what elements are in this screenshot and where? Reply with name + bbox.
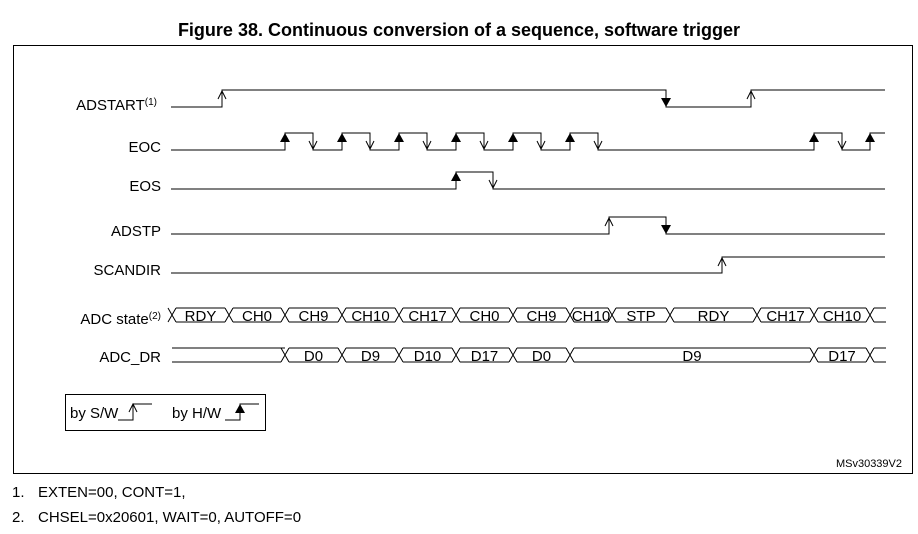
- adc-dr-value: D17: [471, 348, 499, 365]
- waveform-eoc: [171, 132, 885, 151]
- adc-dr-bus: D0 D9 D10 D17 D0 D9 D17: [172, 347, 886, 365]
- sw-fall-arrow: [488, 179, 498, 190]
- sw-fall-arrow: [593, 140, 603, 151]
- signal-label-adstart: ADSTART(1): [76, 97, 157, 114]
- adc-dr-bus-transition: [280, 347, 290, 363]
- waveform-adstart: [171, 89, 885, 108]
- adc-dr-bus-transition: [565, 347, 575, 363]
- adc-dr-bus-transition: [809, 347, 819, 363]
- signal-label-scandir: SCANDIR: [93, 262, 161, 279]
- adc-dr-bus-transition: [337, 347, 347, 363]
- sw-rise-arrow: [717, 256, 727, 267]
- sw-fall-arrow: [365, 140, 375, 151]
- adc-dr-bus-transition: [451, 347, 461, 363]
- adc-state-value: CH10: [351, 308, 389, 325]
- footnote-1: 1.EXTEN=00, CONT=1,: [12, 484, 186, 501]
- hw-rise-arrow: [508, 133, 518, 142]
- signal-label-eos: EOS: [129, 178, 161, 195]
- hw-fall-arrow: [661, 225, 671, 234]
- adc-dr-idle-line: [172, 347, 285, 363]
- adc-state-value: CH0: [242, 308, 272, 325]
- footnote-2: 2.CHSEL=0x20601, WAIT=0, AUTOFF=0: [12, 509, 302, 526]
- hw-fall-arrow: [661, 98, 671, 107]
- adc-state-value: RDY: [698, 308, 730, 325]
- signal-label-adstp: ADSTP: [111, 223, 161, 240]
- legend-sw-label: by S/W: [70, 405, 119, 422]
- hw-rise-arrow: [565, 133, 575, 142]
- adc-dr-bus-transition: [394, 347, 404, 363]
- adc-state-value: CH9: [298, 308, 328, 325]
- adc-state-bus-transition: [665, 307, 675, 323]
- waveform-adstp: [171, 216, 885, 235]
- sw-fall-arrow: [837, 140, 847, 151]
- legend-sw-icon: [118, 402, 152, 421]
- legend-hw-label: by H/W: [172, 405, 222, 422]
- sw-fall-arrow: [308, 140, 318, 151]
- hw-rise-arrow: [337, 133, 347, 142]
- adc-state-bus-transition: [224, 307, 234, 323]
- signal-label-adc-dr: ADC_DR: [99, 349, 161, 366]
- hw-rise-arrow: [809, 133, 819, 142]
- adc-dr-value: D17: [828, 348, 856, 365]
- diagram-frame: [13, 45, 913, 474]
- adc-state-bus-transition: [809, 307, 819, 323]
- hw-rise-arrow: [394, 133, 404, 142]
- waveform-eos: [171, 171, 885, 190]
- adc-state-value: CH9: [526, 308, 556, 325]
- adc-state-bus-transition: [752, 307, 762, 323]
- adc-state-bus-transition: [565, 307, 575, 323]
- hw-rise-arrow: [280, 133, 290, 142]
- adc-dr-value: D9: [682, 348, 701, 365]
- sw-fall-arrow: [479, 140, 489, 151]
- adc-state-value: CH17: [408, 308, 446, 325]
- adc-dr-bus-transition: [508, 347, 518, 363]
- figure-id: MSv30339V2: [836, 458, 902, 470]
- signal-label-adc-state: ADC state(2): [80, 311, 161, 328]
- adc-state-value: CH10: [572, 308, 610, 325]
- adc-dr-bus-tail: [874, 347, 886, 363]
- sw-fall-arrow: [536, 140, 546, 151]
- figure-title: Figure 38. Continuous conversion of a se…: [177, 20, 741, 40]
- adc-state-value: CH17: [766, 308, 804, 325]
- adc-dr-value: D0: [532, 348, 551, 365]
- sw-rise-arrow: [746, 89, 756, 100]
- adc-state-value: RDY: [185, 308, 217, 325]
- sw-rise-arrow: [217, 89, 227, 100]
- timing-diagram: ADSTART(1) EOC EOS ADSTP SCANDIR ADC sta…: [13, 45, 913, 474]
- adc-state-bus-transition: [451, 307, 461, 323]
- adc-state-value: CH10: [823, 308, 861, 325]
- adc-state-bus-transition: [394, 307, 404, 323]
- hw-rise-arrow: [865, 133, 875, 142]
- adc-state-bus-transition: [167, 307, 177, 323]
- adc-dr-value: D9: [361, 348, 380, 365]
- adc-state-value: STP: [626, 308, 655, 325]
- adc-state-bus-transition: [280, 307, 290, 323]
- sw-rise-arrow: [604, 216, 614, 227]
- waveform-scandir: [171, 256, 885, 274]
- adc-state-bus: RDY CH0 CH9 CH10 CH17 CH0 CH9 CH10 STP RDY CH17 CH1…: [167, 307, 886, 325]
- adc-state-bus-transition: [508, 307, 518, 323]
- adc-dr-bus-transition: [865, 347, 875, 363]
- hw-rise-arrow: [451, 133, 461, 142]
- adc-dr-value: D10: [414, 348, 442, 365]
- adc-state-bus-transition: [607, 307, 617, 323]
- adc-state-bus-transition: [337, 307, 347, 323]
- legend-box: [65, 394, 266, 431]
- adc-dr-value: D0: [304, 348, 323, 365]
- adc-state-bus-transition: [865, 307, 875, 323]
- sw-fall-arrow: [422, 140, 432, 151]
- legend-hw-arrow: [235, 404, 245, 413]
- signal-label-eoc: EOC: [128, 139, 161, 156]
- adc-state-value: CH0: [469, 308, 499, 325]
- hw-rise-arrow: [451, 172, 461, 181]
- adc-state-bus-tail: [874, 307, 886, 323]
